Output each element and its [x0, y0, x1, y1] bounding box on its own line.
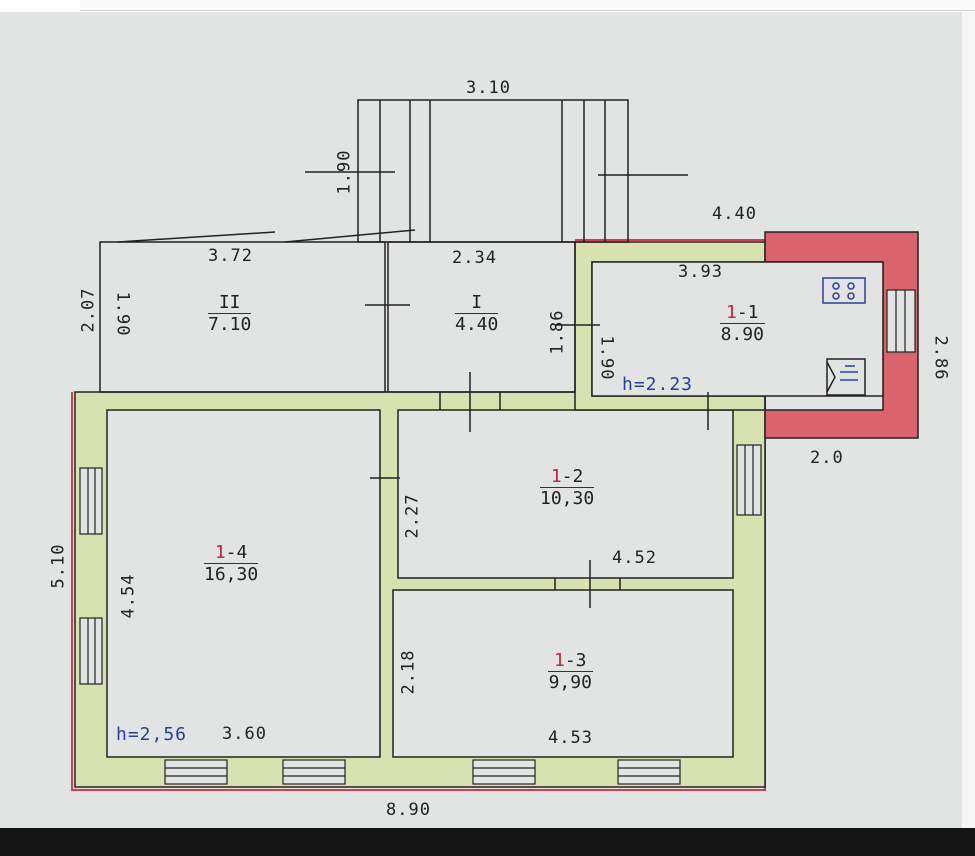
- room-number: 1-2: [540, 466, 595, 488]
- sink-icon: [826, 358, 866, 396]
- dim-room-II-top: 3.72: [208, 246, 253, 266]
- bottom-bar: [0, 828, 975, 856]
- room-I-label: I 4.40: [455, 292, 499, 335]
- doors: [365, 304, 709, 608]
- dim-porch-width: 3.10: [466, 78, 511, 98]
- room-area: 4.40: [455, 314, 499, 335]
- room-number: I: [455, 292, 499, 314]
- dim-kitchen-inner-top: 3.93: [678, 262, 723, 282]
- dim-room-II-outer-left: 2.07: [78, 287, 99, 333]
- room-area: 7.10: [208, 314, 252, 335]
- room-II-label: II 7.10: [208, 292, 252, 335]
- kitchen-height: h=2.23: [622, 374, 694, 395]
- room-number: 1-3: [548, 650, 593, 672]
- dim-room-1-2-bottom: 4.52: [612, 548, 657, 568]
- dim-kitchen-bottom: 2.0: [810, 448, 844, 468]
- stove-icon: [822, 277, 866, 304]
- room-1-2-label: 1-2 10,30: [540, 466, 595, 509]
- room-number: 1-1: [720, 302, 765, 324]
- dim-room-1-2-left: 2.27: [402, 493, 423, 539]
- dim-room-1-3-bottom: 4.53: [548, 728, 593, 748]
- house-height: h=2,56: [116, 724, 188, 745]
- room-area: 16,30: [204, 564, 259, 585]
- room-number: II: [208, 292, 252, 314]
- right-edge: [962, 12, 975, 828]
- room-number: 1-4: [204, 542, 259, 564]
- dim-room-1-3-left: 2.18: [398, 649, 419, 695]
- room-1-3-label: 1-3 9,90: [548, 650, 593, 693]
- room-area: 10,30: [540, 488, 595, 509]
- dim-porch-depth: 1.90: [334, 149, 355, 195]
- room-II-outline: [99, 241, 386, 393]
- windows: [79, 289, 916, 785]
- top-strip: [80, 0, 975, 11]
- room-1-4-label: 1-4 16,30: [204, 542, 259, 585]
- dim-house-left: 5.10: [48, 543, 69, 589]
- dim-room-1-4-left: 4.54: [118, 573, 139, 619]
- room-1-1-label: 1-1 8.90: [720, 302, 765, 345]
- room-area: 8.90: [720, 324, 764, 345]
- dim-kitchen-outer-top: 4.40: [712, 204, 757, 224]
- porch-stairs: [117, 99, 688, 243]
- dim-room-II-inner-left: 1.90: [112, 291, 133, 337]
- kitchen-room: [591, 261, 884, 397]
- main-house-walls: [74, 391, 766, 788]
- dim-room-I-top: 2.34: [452, 248, 497, 268]
- room-area: 9,90: [548, 672, 592, 693]
- dim-kitchen-inner-left: 1.90: [596, 335, 617, 381]
- dim-room-1-4-bottom: 3.60: [222, 724, 267, 744]
- dim-room-I-right: 1.86: [547, 309, 568, 355]
- dim-kitchen-right: 2.86: [930, 335, 951, 381]
- dim-house-bottom: 8.90: [386, 800, 431, 820]
